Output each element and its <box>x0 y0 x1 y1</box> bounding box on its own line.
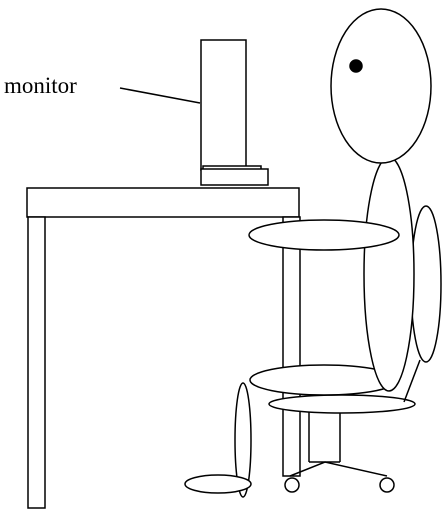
person-foot <box>184 474 252 494</box>
monitor-leader-line <box>119 87 201 104</box>
person <box>184 8 432 498</box>
chair-back-support <box>403 359 421 403</box>
chair-seat <box>268 394 416 414</box>
chair-caster-left <box>284 477 300 493</box>
desk <box>26 187 301 509</box>
monitor-screen <box>200 39 247 171</box>
chair <box>268 205 442 493</box>
person-lower-leg <box>234 382 252 498</box>
person-head <box>330 8 432 164</box>
person-eye <box>349 59 363 73</box>
person-forearm <box>248 219 400 251</box>
monitor <box>200 39 269 186</box>
desk-right-leg <box>282 216 301 477</box>
desk-top <box>26 187 300 218</box>
chair-caster-right <box>379 477 395 493</box>
desk-left-leg <box>27 216 46 509</box>
chair-backrest <box>410 205 442 363</box>
monitor-base <box>200 168 269 186</box>
person-torso <box>363 156 415 392</box>
monitor-label: monitor <box>4 73 77 98</box>
chair-base-legs <box>289 461 388 477</box>
